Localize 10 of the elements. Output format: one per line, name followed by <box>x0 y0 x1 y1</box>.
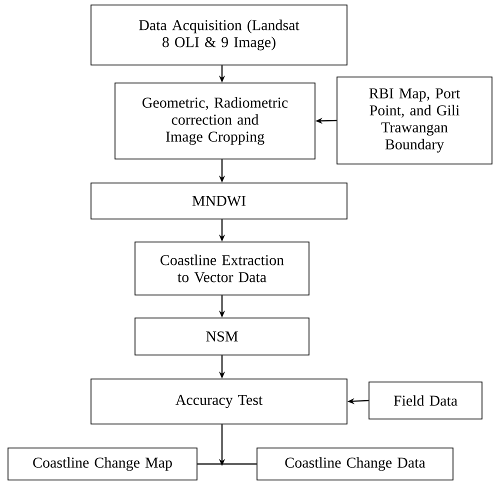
process-box: Data Acquisition (Landsat 8 OLI & 9 Image) <box>90 4 348 66</box>
process-box: Accuracy Test <box>90 378 348 424</box>
source-box: Field Data <box>368 382 482 420</box>
process-box: Coastline Extraction to Vector Data <box>134 242 310 296</box>
process-box: MNDWI <box>90 182 348 220</box>
process-box: Coastline Change Data <box>256 448 454 480</box>
process-box: NSM <box>134 318 310 356</box>
source-box: RBI Map, Port Point, and Gili Trawangan Boundary <box>336 76 492 164</box>
process-box: Coastline Change Map <box>8 448 198 480</box>
process-box: Geometric, Radiometric correction and Image Cropping <box>114 82 316 160</box>
